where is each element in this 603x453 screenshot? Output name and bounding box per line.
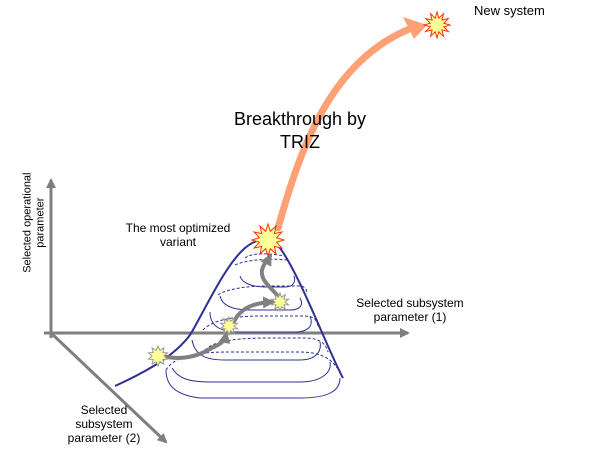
breakthrough-line1: Breakthrough by <box>233 109 367 129</box>
breakthrough-title: Breakthrough by TRIZ <box>205 108 395 155</box>
contour-5-front <box>219 295 303 311</box>
optimized-line2: variant <box>159 234 197 249</box>
contour-1-front <box>165 369 341 399</box>
breakthrough-arrow <box>274 17 427 232</box>
mountain-outline <box>114 239 344 387</box>
step-star-2 <box>218 315 240 337</box>
axis-subsystem2-line2: subsystem <box>75 416 133 431</box>
stars <box>147 10 452 368</box>
contour-2-front <box>171 361 331 383</box>
contour-2-back <box>204 337 329 353</box>
contour-6-back <box>244 253 286 259</box>
contour-lines <box>165 253 341 399</box>
breakthrough-line2: TRIZ <box>280 132 320 153</box>
optimized-variant-label: The most optimized variant <box>104 221 252 250</box>
contour-4-back <box>217 285 308 296</box>
axis-label-subsystem-2: Selected subsystem parameter (2) <box>56 403 152 445</box>
axis-operational-line2: parameter <box>34 197 46 248</box>
path-arrow-1 <box>158 331 231 360</box>
contour-3-front <box>191 339 321 361</box>
new-system-label: New system <box>474 3 545 18</box>
path-arrow-2 <box>230 296 275 328</box>
axis-subsystem2-line1: Selected <box>80 403 128 417</box>
axis-operational-line1: Selected operational <box>21 172 34 273</box>
axis-label-operational: Selected operational parameter <box>21 163 46 283</box>
optimization-path <box>158 253 282 360</box>
optimized-variant-star <box>250 222 286 258</box>
step-star-3 <box>269 291 291 313</box>
new-system-star <box>422 10 452 40</box>
optimized-line1: The most optimized <box>125 221 231 235</box>
axis-subsystem1-line2: parameter (1) <box>373 309 447 324</box>
path-arrow-3 <box>259 253 282 302</box>
contour-5-back <box>234 258 288 266</box>
diagonal-axis <box>49 331 168 444</box>
step-star-1 <box>147 344 169 368</box>
axis-label-subsystem-1: Selected subsystem parameter (1) <box>350 296 470 325</box>
axis-subsystem2-line3: parameter (2) <box>67 430 141 445</box>
breakthrough-arrowhead <box>403 17 427 39</box>
contour-3-back <box>202 315 319 331</box>
contour-4-front <box>209 311 312 333</box>
contour-6-front <box>239 275 296 288</box>
axis-subsystem1-line1: Selected subsystem <box>356 296 464 310</box>
